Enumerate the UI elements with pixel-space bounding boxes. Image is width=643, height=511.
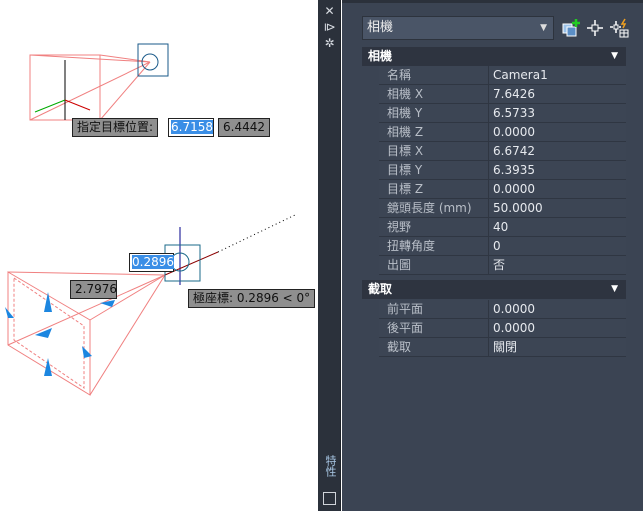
property-label: 目標 X: [379, 142, 489, 160]
property-label: 相機 Z: [379, 123, 489, 141]
object-type-dropdown[interactable]: 相機▼: [362, 16, 554, 40]
property-value[interactable]: 0.0000: [493, 302, 535, 316]
properties-panel: 相機▼ 相機▼ 名稱 Camera1 相機 X 7.6426 相機 Y 6.5733 …: [342, 0, 643, 511]
property-row[interactable]: 名稱 Camera1: [379, 66, 626, 85]
property-row[interactable]: 視野 40: [379, 218, 626, 237]
property-row[interactable]: 目標 Y 6.3935: [379, 161, 626, 180]
dimension-tooltip: 2.7976: [70, 280, 117, 299]
property-label: 視野: [379, 218, 489, 236]
property-row[interactable]: 相機 X 7.6426: [379, 85, 626, 104]
settings-icon[interactable]: ✲: [324, 36, 335, 50]
upper-camera-frustum: [29, 54, 151, 121]
property-row[interactable]: 相機 Y 6.5733: [379, 104, 626, 123]
property-value[interactable]: 6.5733: [493, 106, 535, 120]
select-objects-icon[interactable]: [585, 18, 605, 38]
chevron-down-icon: ▼: [611, 51, 618, 61]
camera-properties: 名稱 Camera1 相機 X 7.6426 相機 Y 6.5733 相機 Z 0.00…: [379, 66, 626, 275]
property-label: 相機 X: [379, 85, 489, 103]
property-value[interactable]: 0.0000: [493, 321, 535, 335]
palette-strip: ✕ ⧐ ✲ 特性: [318, 0, 341, 511]
property-value[interactable]: 否: [493, 258, 506, 272]
property-row[interactable]: 出圖否: [379, 256, 626, 275]
pin-icon[interactable]: [323, 492, 336, 505]
property-row[interactable]: 前平面 0.0000: [379, 300, 626, 319]
property-label: 鏡頭長度 (mm): [379, 199, 489, 217]
prompt-label: 指定目標位置:: [72, 118, 159, 137]
property-label: 截取: [379, 338, 489, 356]
property-label: 出圖: [379, 256, 489, 274]
drawing-canvas[interactable]: 指定目標位置: 6.7158 6.4442 0.2896 2.7976 極座標:…: [0, 0, 318, 511]
section-clipping[interactable]: 截取▼: [362, 280, 626, 299]
property-label: 後平面: [379, 319, 489, 337]
quick-select-icon[interactable]: [609, 18, 629, 38]
polar-tooltip: 極座標: 0.2896 < 0°: [188, 289, 316, 308]
property-value[interactable]: 0.0000: [493, 182, 535, 196]
property-row[interactable]: 後平面 0.0000: [379, 319, 626, 338]
property-label: 目標 Y: [379, 161, 489, 179]
target-y-input[interactable]: 6.4442: [218, 118, 270, 137]
property-row[interactable]: 扭轉角度 0: [379, 237, 626, 256]
property-row[interactable]: 目標 Z 0.0000: [379, 180, 626, 199]
property-label: 名稱: [379, 66, 489, 84]
property-value[interactable]: 6.3935: [493, 163, 535, 177]
chevron-down-icon: ▼: [611, 284, 618, 294]
clipping-properties: 前平面 0.0000 後平面 0.0000 截取關閉: [379, 300, 626, 357]
property-label: 前平面: [379, 300, 489, 318]
target-x-input[interactable]: 6.7158: [168, 118, 214, 137]
auto-hide-icon[interactable]: ⧐: [323, 20, 336, 34]
property-value[interactable]: 7.6426: [493, 87, 535, 101]
property-row[interactable]: 截取關閉: [379, 338, 626, 357]
section-camera[interactable]: 相機▼: [362, 47, 626, 66]
property-value[interactable]: 關閉: [493, 340, 518, 354]
property-value[interactable]: 40: [493, 220, 509, 234]
palette-title: 特性: [324, 455, 337, 477]
close-icon[interactable]: ✕: [324, 4, 335, 18]
toggle-pickadd-icon[interactable]: [561, 18, 581, 38]
property-value[interactable]: 50.0000: [493, 201, 543, 215]
property-label: 目標 Z: [379, 180, 489, 198]
property-value[interactable]: 6.6742: [493, 144, 535, 158]
distance-input[interactable]: 0.2896: [129, 253, 174, 272]
property-row[interactable]: 鏡頭長度 (mm) 50.0000: [379, 199, 626, 218]
property-row[interactable]: 目標 X 6.6742: [379, 142, 626, 161]
property-label: 相機 Y: [379, 104, 489, 122]
lower-camera-frustum: [7, 271, 166, 396]
grip-handles: [5, 292, 115, 376]
property-row[interactable]: 相機 Z 0.0000: [379, 123, 626, 142]
property-label: 扭轉角度: [379, 237, 489, 255]
property-value[interactable]: Camera1: [493, 68, 548, 82]
property-value[interactable]: 0.0000: [493, 125, 535, 139]
property-value[interactable]: 0: [493, 239, 501, 253]
chevron-down-icon: ▼: [540, 23, 547, 33]
upper-camera-glyph: [137, 43, 169, 77]
camera-drawing: [5, 43, 296, 396]
